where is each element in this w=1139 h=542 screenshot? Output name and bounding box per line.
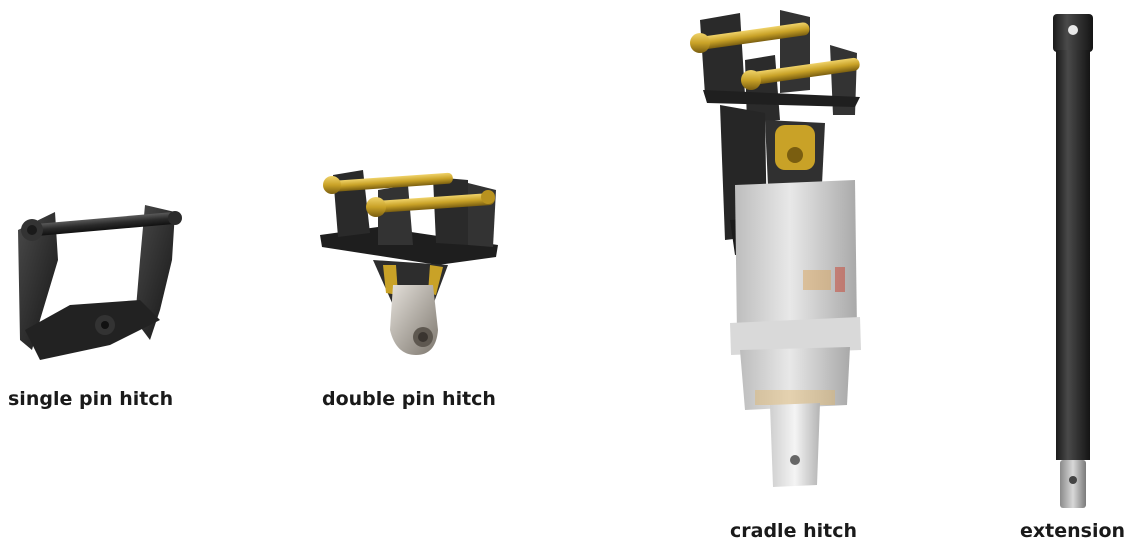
caption-cradle-hitch: cradle hitch [730,520,857,542]
product-single-pin-hitch: single pin hitch [0,0,200,420]
extension-shaft-image [1053,14,1093,508]
product-double-pin-hitch: double pin hitch [300,0,530,420]
caption-extension: extension [1020,520,1126,542]
caption-double-pin-hitch: double pin hitch [322,388,496,410]
product-extension: extension [1020,0,1139,542]
single-pin-hitch-image [18,205,182,360]
caption-single-pin-hitch: single pin hitch [8,388,174,410]
double-pin-hitch-image [320,170,498,355]
cradle-hitch-auger-image [690,10,861,487]
product-cradle-hitch: cradle hitch [680,0,890,542]
